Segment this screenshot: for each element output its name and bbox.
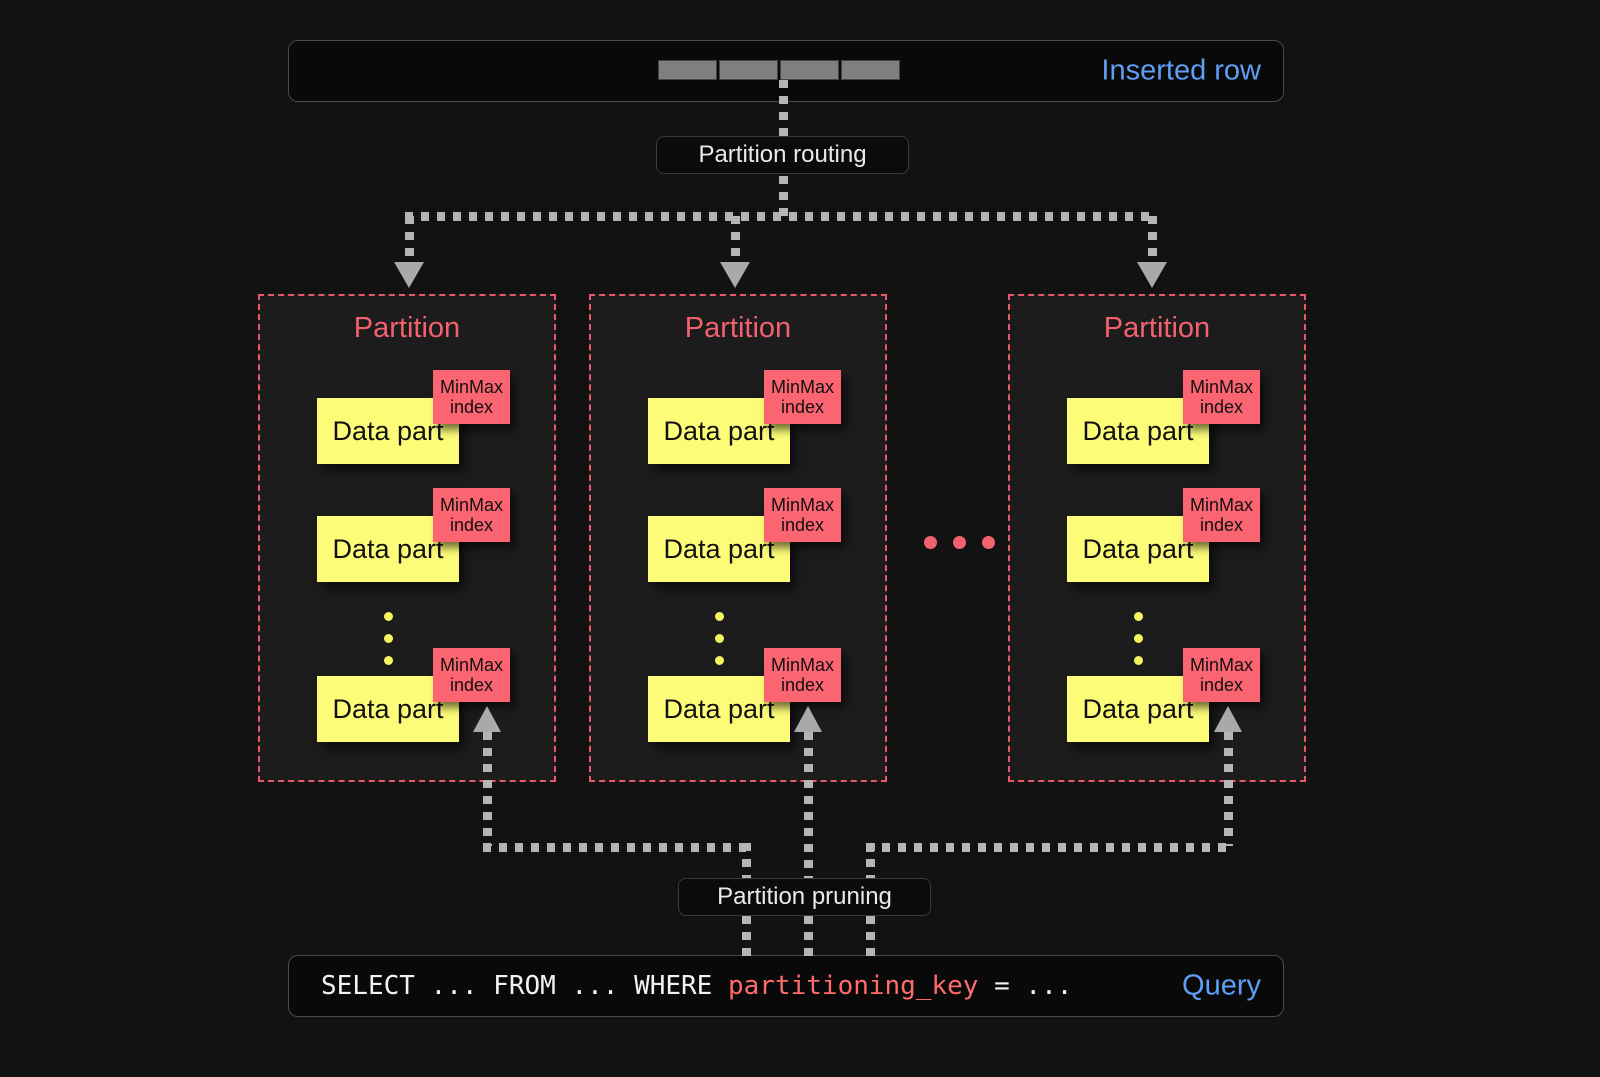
arrow-down-partition-2-icon xyxy=(720,262,750,288)
query-text-partitioning-key: partitioning_key xyxy=(728,971,979,1001)
partition-1: Partition MinMax index Data part MinMax … xyxy=(258,294,556,782)
ellipsis-dot xyxy=(715,656,724,665)
data-part-group: MinMax index Data part xyxy=(1067,648,1267,748)
minmax-index-badge: MinMax index xyxy=(1183,488,1260,542)
ellipsis-dot xyxy=(384,634,393,643)
data-part-box: Data part xyxy=(648,398,790,464)
partition-ellipsis xyxy=(924,536,995,549)
partition-pruning-label: Partition pruning xyxy=(678,878,931,916)
minmax-index-badge: MinMax index xyxy=(433,370,510,424)
arrow-up-partition-1-icon xyxy=(473,706,501,732)
connector-pruning-to-query-left xyxy=(742,916,751,958)
minmax-index-badge: MinMax index xyxy=(1183,648,1260,702)
arrow-up-partition-2-icon xyxy=(794,706,822,732)
ellipsis-dot xyxy=(982,536,995,549)
data-part-ellipsis xyxy=(384,612,393,665)
connector-pruning-drop-left xyxy=(742,843,751,885)
connector-partition-3-to-pruning xyxy=(1224,732,1233,846)
data-part-group: MinMax index Data part xyxy=(1067,370,1267,470)
minmax-index-badge: MinMax index xyxy=(433,648,510,702)
row-cell xyxy=(658,60,717,80)
ellipsis-dot xyxy=(384,612,393,621)
query-bar: SELECT ... FROM ... WHERE partitioning_k… xyxy=(288,955,1284,1017)
connector-pruning-to-query-right xyxy=(866,916,875,958)
minmax-index-badge: MinMax index xyxy=(764,488,841,542)
partition-title: Partition xyxy=(353,312,461,344)
ellipsis-dot xyxy=(384,656,393,665)
connector-routing-to-partition-1 xyxy=(405,216,414,264)
data-part-group: MinMax index Data part xyxy=(648,370,848,470)
ellipsis-dot xyxy=(1134,612,1143,621)
minmax-index-badge: MinMax index xyxy=(433,488,510,542)
row-cell xyxy=(719,60,778,80)
data-part-box: Data part xyxy=(1067,676,1209,742)
connector-routing-to-partition-2 xyxy=(731,216,740,264)
partition-2: Partition MinMax index Data part MinMax … xyxy=(589,294,887,782)
data-part-group: MinMax index Data part xyxy=(648,488,848,588)
query-text: SELECT ... FROM ... WHERE partitioning_k… xyxy=(321,971,1072,1001)
ellipsis-dot xyxy=(1134,634,1143,643)
minmax-index-badge: MinMax index xyxy=(764,370,841,424)
row-cell xyxy=(780,60,839,80)
data-part-group: MinMax index Data part xyxy=(317,648,517,748)
inserted-row-cells xyxy=(658,60,900,80)
partition-3: Partition MinMax index Data part MinMax … xyxy=(1008,294,1306,782)
minmax-index-badge: MinMax index xyxy=(1183,370,1260,424)
connector-partition-2-to-pruning xyxy=(804,732,813,878)
data-part-group: MinMax index Data part xyxy=(317,488,517,588)
data-part-group: MinMax index Data part xyxy=(648,648,848,748)
connector-routing-bus xyxy=(405,212,1157,221)
ellipsis-dot xyxy=(1134,656,1143,665)
connector-routing-to-partition-3 xyxy=(1148,216,1157,264)
connector-pruning-bus-right xyxy=(866,843,1233,852)
arrow-up-partition-3-icon xyxy=(1214,706,1242,732)
query-text-prefix: SELECT ... FROM ... WHERE xyxy=(321,971,728,1001)
partition-title: Partition xyxy=(684,312,792,344)
data-part-ellipsis xyxy=(715,612,724,665)
data-part-ellipsis xyxy=(1134,612,1143,665)
ellipsis-dot xyxy=(715,612,724,621)
connector-pruning-bus-left xyxy=(483,843,746,852)
ellipsis-dot xyxy=(953,536,966,549)
data-part-box: Data part xyxy=(317,676,459,742)
partition-routing-label: Partition routing xyxy=(656,136,909,174)
arrow-down-partition-1-icon xyxy=(394,262,424,288)
ellipsis-dot xyxy=(715,634,724,643)
query-label: Query xyxy=(1182,969,1261,1002)
arrow-down-partition-3-icon xyxy=(1137,262,1167,288)
connector-pruning-to-query-center xyxy=(804,916,813,958)
inserted-row-label: Inserted row xyxy=(1101,54,1261,87)
row-cell xyxy=(841,60,900,80)
data-part-group: MinMax index Data part xyxy=(1067,488,1267,588)
minmax-index-badge: MinMax index xyxy=(764,648,841,702)
query-text-suffix: = ... xyxy=(978,971,1073,1001)
connector-pruning-drop-right xyxy=(866,843,875,885)
partition-title: Partition xyxy=(1103,312,1211,344)
connector-partition-1-to-pruning xyxy=(483,732,492,846)
ellipsis-dot xyxy=(924,536,937,549)
data-part-group: MinMax index Data part xyxy=(317,370,517,470)
